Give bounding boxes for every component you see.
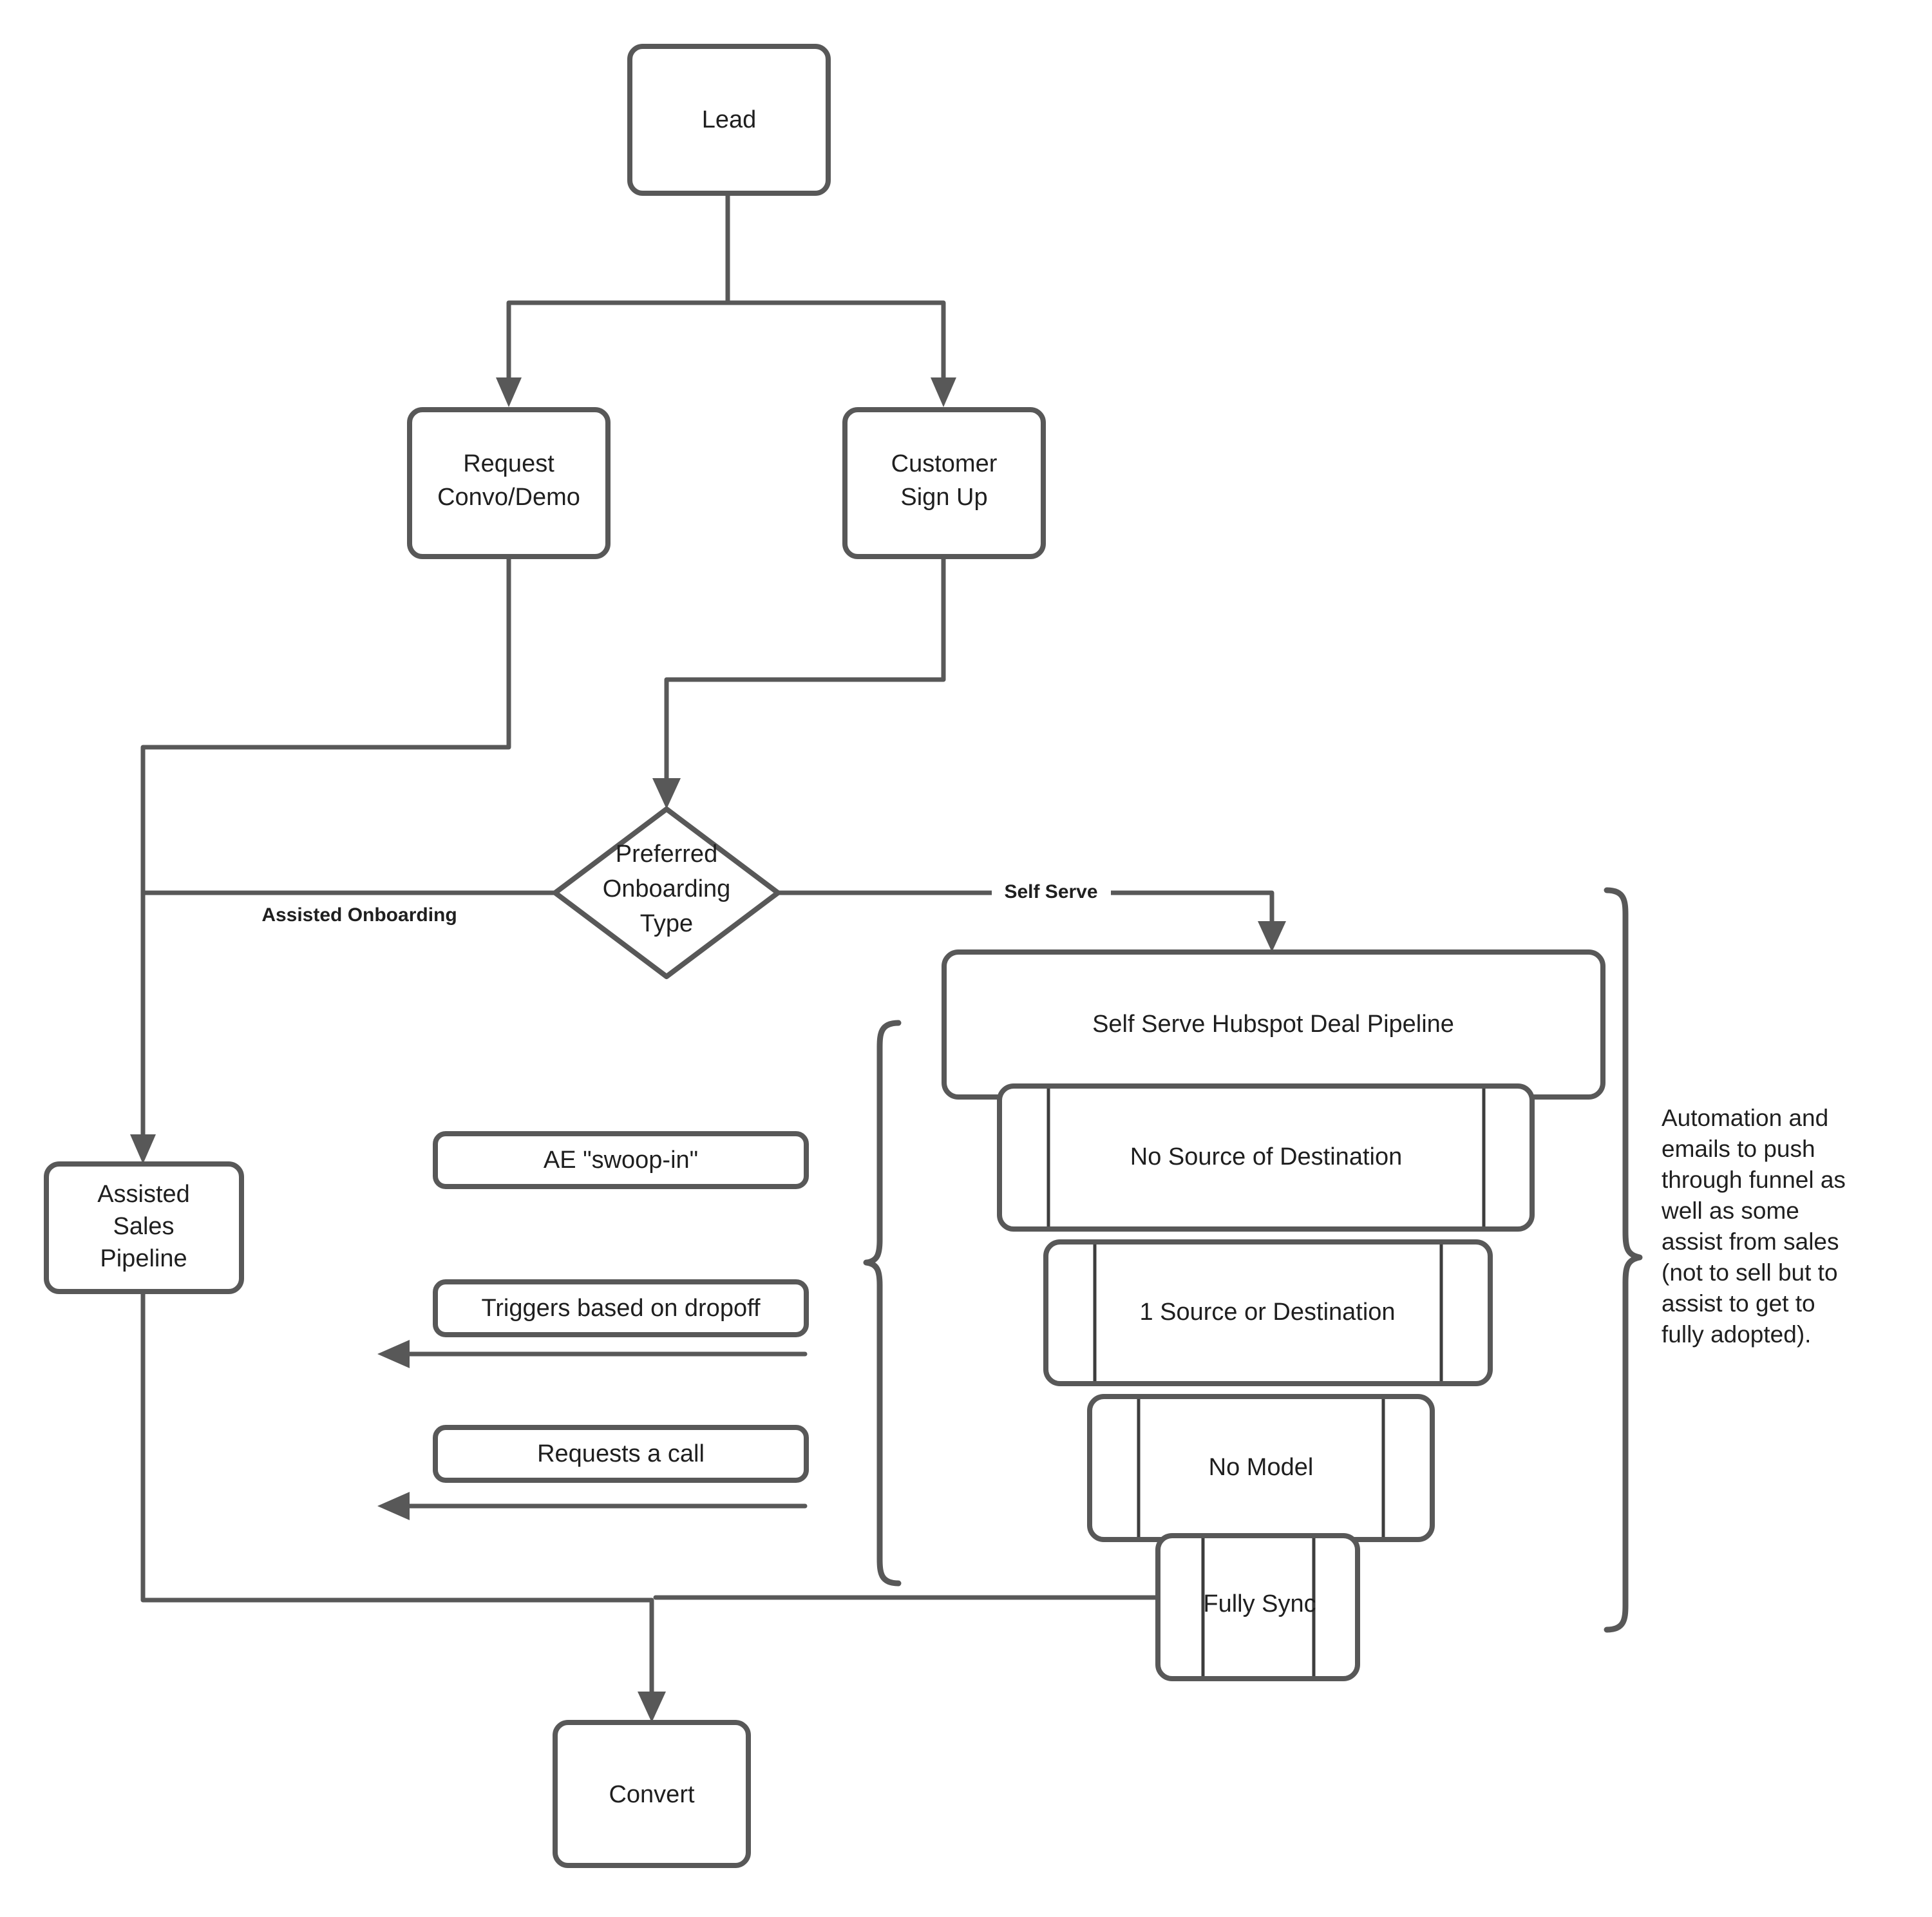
annotation-line-0: Automation and (1662, 1105, 1828, 1131)
funnel-stage-2-label: 1 Source or Destination (1139, 1299, 1395, 1326)
edge-assisted-pipeline-to-convert (140, 1289, 666, 1722)
annotation-line-1: emails to push (1662, 1136, 1815, 1162)
node-assisted-sales-pipeline[interactable]: Assisted Sales Pipeline (44, 1161, 244, 1294)
arrowhead-to-request-convo (496, 377, 522, 407)
edge-lead-to-split (496, 191, 956, 407)
annotation-line-4: assist from sales (1662, 1228, 1839, 1255)
funnel-stage-1-label: No Source of Destination (1130, 1143, 1402, 1170)
node-customer-sign-up-label-line1: Customer (891, 450, 998, 477)
node-customer-sign-up-label-line2: Sign Up (900, 484, 987, 511)
edge-label-assisted-onboarding-text: Assisted Onboarding (261, 904, 457, 926)
edge-request-convo-to-assisted-pipeline (130, 555, 511, 1164)
edge-decision-self-serve (777, 890, 1286, 952)
annotation-line-3: well as some (1661, 1197, 1799, 1224)
arrowhead-to-convert (638, 1692, 666, 1722)
arrowhead-to-assisted-pipeline (130, 1134, 156, 1164)
node-assisted-sales-pipeline-label-line1: Assisted (97, 1181, 190, 1208)
annotation-automation-and-emails: Automation and emails to push through fu… (1661, 1105, 1846, 1348)
node-assisted-sales-pipeline-label-line2: Sales (113, 1213, 174, 1240)
annotation-line-2: through funnel as (1662, 1167, 1846, 1193)
edge-label-assisted-onboarding: Assisted Onboarding (261, 904, 457, 926)
node-customer-sign-up[interactable]: Customer Sign Up (842, 407, 1046, 559)
annotation-line-6: assist to get to (1662, 1290, 1815, 1317)
node-requests-a-call-label: Requests a call (537, 1440, 705, 1467)
node-ae-swoop-in-label: AE "swoop-in" (544, 1147, 698, 1174)
funnel-stage-self-serve-hubspot-deal-pipeline[interactable]: Self Serve Hubspot Deal Pipeline (942, 949, 1605, 1100)
edge-label-self-serve-text: Self Serve (1004, 881, 1097, 902)
node-assisted-sales-pipeline-label-line3: Pipeline (100, 1245, 187, 1272)
arrowhead-to-customer-signup (931, 377, 956, 407)
funnel-stage-0-label: Self Serve Hubspot Deal Pipeline (1092, 1011, 1454, 1038)
arrowhead-requests-call (377, 1492, 410, 1520)
funnel-stage-no-model[interactable]: No Model (1087, 1394, 1435, 1542)
funnel-left-brace (863, 1020, 902, 1587)
node-preferred-onboarding-type-label-line2: Onboarding (603, 875, 731, 902)
funnel-stage-4-label: Fully Sync (1203, 1590, 1316, 1617)
edge-requests-call-arrow (377, 1492, 808, 1520)
edge-customer-signup-to-decision (652, 555, 946, 809)
funnel-stage-fully-sync[interactable]: Fully Sync (1155, 1533, 1360, 1681)
node-request-convo-demo[interactable]: Request Convo/Demo (407, 407, 611, 559)
node-preferred-onboarding-type-label-line1: Preferred (616, 841, 717, 868)
annotation-line-5: (not to sell but to (1662, 1259, 1838, 1286)
edge-label-self-serve: Self Serve (992, 879, 1111, 907)
arrowhead-to-funnel (1258, 921, 1286, 952)
node-preferred-onboarding-type[interactable]: Preferred Onboarding Type (553, 806, 781, 979)
edge-triggers-dropoff-arrow (377, 1340, 808, 1368)
node-requests-a-call[interactable]: Requests a call (433, 1425, 809, 1483)
node-ae-swoop-in[interactable]: AE "swoop-in" (433, 1131, 809, 1189)
node-request-convo-demo-label-line1: Request (463, 450, 554, 477)
funnel-stage-no-source-of-destination[interactable]: No Source of Destination (997, 1083, 1535, 1232)
node-request-convo-demo-label-line2: Convo/Demo (437, 484, 580, 511)
arrowhead-to-decision (652, 778, 681, 809)
node-convert[interactable]: Convert (553, 1720, 751, 1868)
node-triggers-based-on-dropoff-label: Triggers based on dropoff (481, 1295, 760, 1322)
node-lead-label: Lead (702, 106, 757, 133)
funnel-stage-3-label: No Model (1209, 1454, 1314, 1481)
funnel-stage-one-source-or-destination[interactable]: 1 Source or Destination (1043, 1239, 1493, 1386)
annotation-right-brace (1604, 887, 1643, 1633)
node-triggers-based-on-dropoff[interactable]: Triggers based on dropoff (433, 1279, 809, 1337)
node-convert-label: Convert (609, 1781, 694, 1808)
node-lead[interactable]: Lead (627, 44, 831, 196)
node-preferred-onboarding-type-label-line3: Type (640, 910, 693, 937)
annotation-line-7: fully adopted). (1662, 1321, 1811, 1348)
arrowhead-triggers-dropoff (377, 1340, 410, 1368)
